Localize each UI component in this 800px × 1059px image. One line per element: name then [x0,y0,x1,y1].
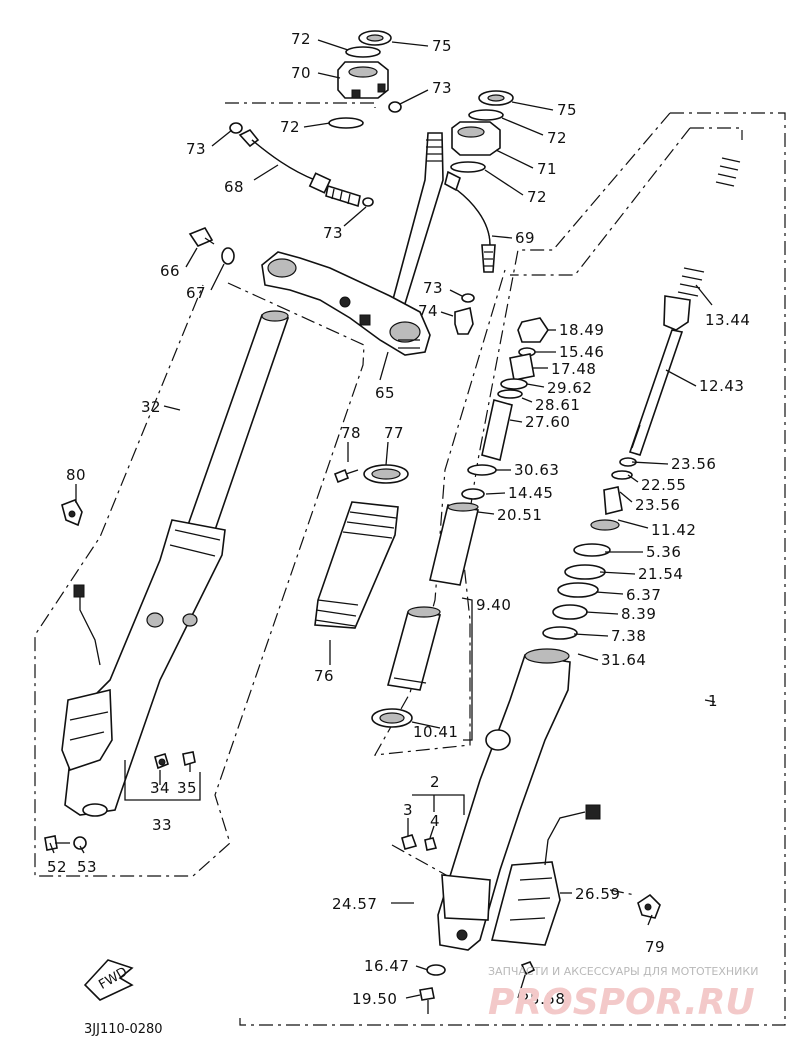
callout-19-50: 19.50 [352,990,397,1008]
callout-73: 73 [323,224,343,242]
left-fork-leg [61,310,290,817]
callout-9-40: 9.40 [476,596,511,614]
callout-17-48: 17.48 [551,360,596,378]
callout-1: 1 [708,692,718,710]
callout-13-44: 13.44 [705,311,750,329]
o-ring-72-left [328,117,364,129]
callout-26-59: 26.59 [575,885,620,903]
callout-14-45: 14.45 [508,484,553,502]
callout-66: 66 [160,262,180,280]
callout-72: 72 [280,118,300,136]
o-ring-72-lower [450,161,486,173]
callout-73: 73 [432,79,452,97]
callout-24-57: 24.57 [332,895,377,913]
callout-53: 53 [77,858,97,876]
callout-3: 3 [403,801,413,819]
callout-76: 76 [314,667,334,685]
spring-column [542,157,741,640]
callout-28-61: 28.61 [535,396,580,414]
callout-8-39: 8.39 [621,605,656,623]
callout-4: 4 [430,812,440,830]
o-ring-73 [388,101,402,113]
callout-78: 78 [341,424,361,442]
top-clamp-group [328,30,514,173]
callout-73: 73 [186,140,206,158]
right-outer-tube-1 [401,648,661,1014]
callout-75: 75 [432,37,452,55]
callout-labels: 72 75 70 73 73 72 75 72 71 72 68 73 69 6… [47,30,750,1008]
callout-7-38: 7.38 [611,627,646,645]
callout-34: 34 [150,779,170,797]
inner-tube-32 [186,314,290,531]
callout-79: 79 [645,938,665,956]
boot-group [314,464,409,629]
hoses [229,122,496,335]
callout-11-42: 11.42 [651,521,696,539]
callout-2: 2 [430,773,440,791]
bolt-66-group [188,227,235,265]
damper-rod-12-43 [628,329,684,456]
callout-21-54: 21.54 [638,565,683,583]
callout-30-63: 30.63 [514,461,559,479]
callout-52: 52 [47,858,67,876]
watermark: ЗАПЧАСТИ И АКСЕССУАРЫ ДЛЯ МОТОТЕХНИКИ PR… [488,965,758,1023]
damper-rod-27-60 [481,399,513,461]
callout-35: 35 [177,779,197,797]
o-ring-72-top [345,46,381,58]
callout-15-46: 15.46 [559,343,604,361]
callout-32: 32 [141,398,161,416]
callout-73: 73 [423,279,443,297]
caliper-mount-left [61,688,113,771]
steering-stem-65 [261,132,444,356]
callout-6-37: 6.37 [626,586,661,604]
callout-5-36: 5.36 [646,543,681,561]
outer-tube-left [64,519,226,816]
callout-25-58: 25.58 [520,990,565,1008]
diagram-code: 3JJ110-0280 [84,1022,163,1037]
callout-29-62: 29.62 [547,379,592,397]
callout-22-55: 22.55 [641,476,686,494]
caliper-26-59 [490,861,561,946]
callout-33: 33 [152,816,172,834]
o-ring-72-right [468,109,504,121]
spacer-20-51 [429,504,479,586]
callout-16-47: 16.47 [364,957,409,975]
callout-75: 75 [557,101,577,119]
callout-74: 74 [418,302,438,320]
callout-72: 72 [527,188,547,206]
o-ring-73-hose [229,122,243,134]
callout-12-43: 12.43 [699,377,744,395]
callout-27-60: 27.60 [525,413,570,431]
callout-23-56: 23.56 [635,496,680,514]
watermark-logo: PROSPOR.RU [488,982,755,1023]
callout-10-41: 10.41 [413,723,458,741]
callout-67: 67 [186,284,206,302]
callout-18-49: 18.49 [559,321,604,339]
dust-boot-76 [314,501,399,629]
callout-65: 65 [375,384,395,402]
callout-20-51: 20.51 [497,506,542,524]
callout-69: 69 [515,229,535,247]
fitting-74 [454,307,474,335]
callout-71: 71 [537,160,557,178]
callout-77: 77 [384,424,404,442]
callout-72: 72 [291,30,311,48]
callout-70: 70 [291,64,311,82]
small-fasteners-left [44,751,196,851]
watermark-tagline: ЗАПЧАСТИ И АКСЕССУАРЫ ДЛЯ МОТОТЕХНИКИ [488,965,758,978]
leader-lines [49,39,716,999]
callout-23-56: 23.56 [671,455,716,473]
callout-72: 72 [547,129,567,147]
callout-31-64: 31.64 [601,651,646,669]
callout-68: 68 [224,178,244,196]
callout-80: 80 [66,466,86,484]
fwd-arrow-icon: FWD [83,959,134,1001]
